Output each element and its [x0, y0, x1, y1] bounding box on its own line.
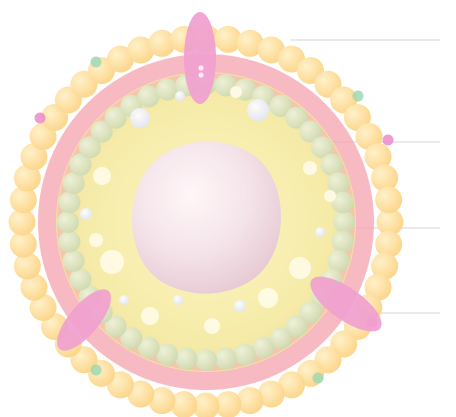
- inner-lipid-head: [156, 79, 178, 101]
- vesicle: [324, 190, 336, 202]
- vesicle: [258, 288, 278, 308]
- nucleus: [132, 142, 281, 294]
- inner-lipid-head: [234, 343, 256, 365]
- surface-particle: [35, 113, 46, 124]
- vesicle: [173, 295, 183, 305]
- inner-lipid-head: [58, 231, 80, 253]
- inner-lipid-head: [215, 348, 237, 370]
- outer-lipid-head: [375, 186, 402, 213]
- inner-lipid-head: [57, 211, 79, 233]
- surface-particle: [353, 91, 364, 102]
- inner-lipid-head: [63, 250, 85, 272]
- vesicle: [204, 318, 220, 334]
- vesicle: [93, 167, 111, 185]
- vesicle: [141, 307, 159, 325]
- vesicle: [89, 233, 103, 247]
- inner-lipid-head: [332, 231, 354, 253]
- vesicle: [119, 295, 129, 305]
- vesicle: [289, 257, 311, 279]
- membrane-protein: [184, 12, 216, 104]
- surface-particle: [91, 57, 102, 68]
- surface-particle: [313, 373, 324, 384]
- inner-lipid-head: [195, 349, 217, 371]
- inner-lipid-head: [58, 191, 80, 213]
- surface-particle: [383, 135, 394, 146]
- protein-dot: [198, 72, 203, 77]
- inner-lipid-head: [175, 348, 197, 370]
- vesicle: [80, 208, 92, 220]
- vesicle: [230, 86, 242, 98]
- protein-dot: [198, 65, 203, 70]
- vesicle: [315, 227, 325, 237]
- inner-lipid-head: [333, 211, 355, 233]
- vesicle: [303, 161, 317, 175]
- vesicle: [247, 99, 269, 121]
- vesicle: [175, 91, 185, 101]
- liposome: [9, 12, 404, 417]
- surface-particle: [91, 365, 102, 376]
- vesicle: [100, 250, 124, 274]
- vesicle: [130, 108, 150, 128]
- vesicle: [234, 300, 246, 312]
